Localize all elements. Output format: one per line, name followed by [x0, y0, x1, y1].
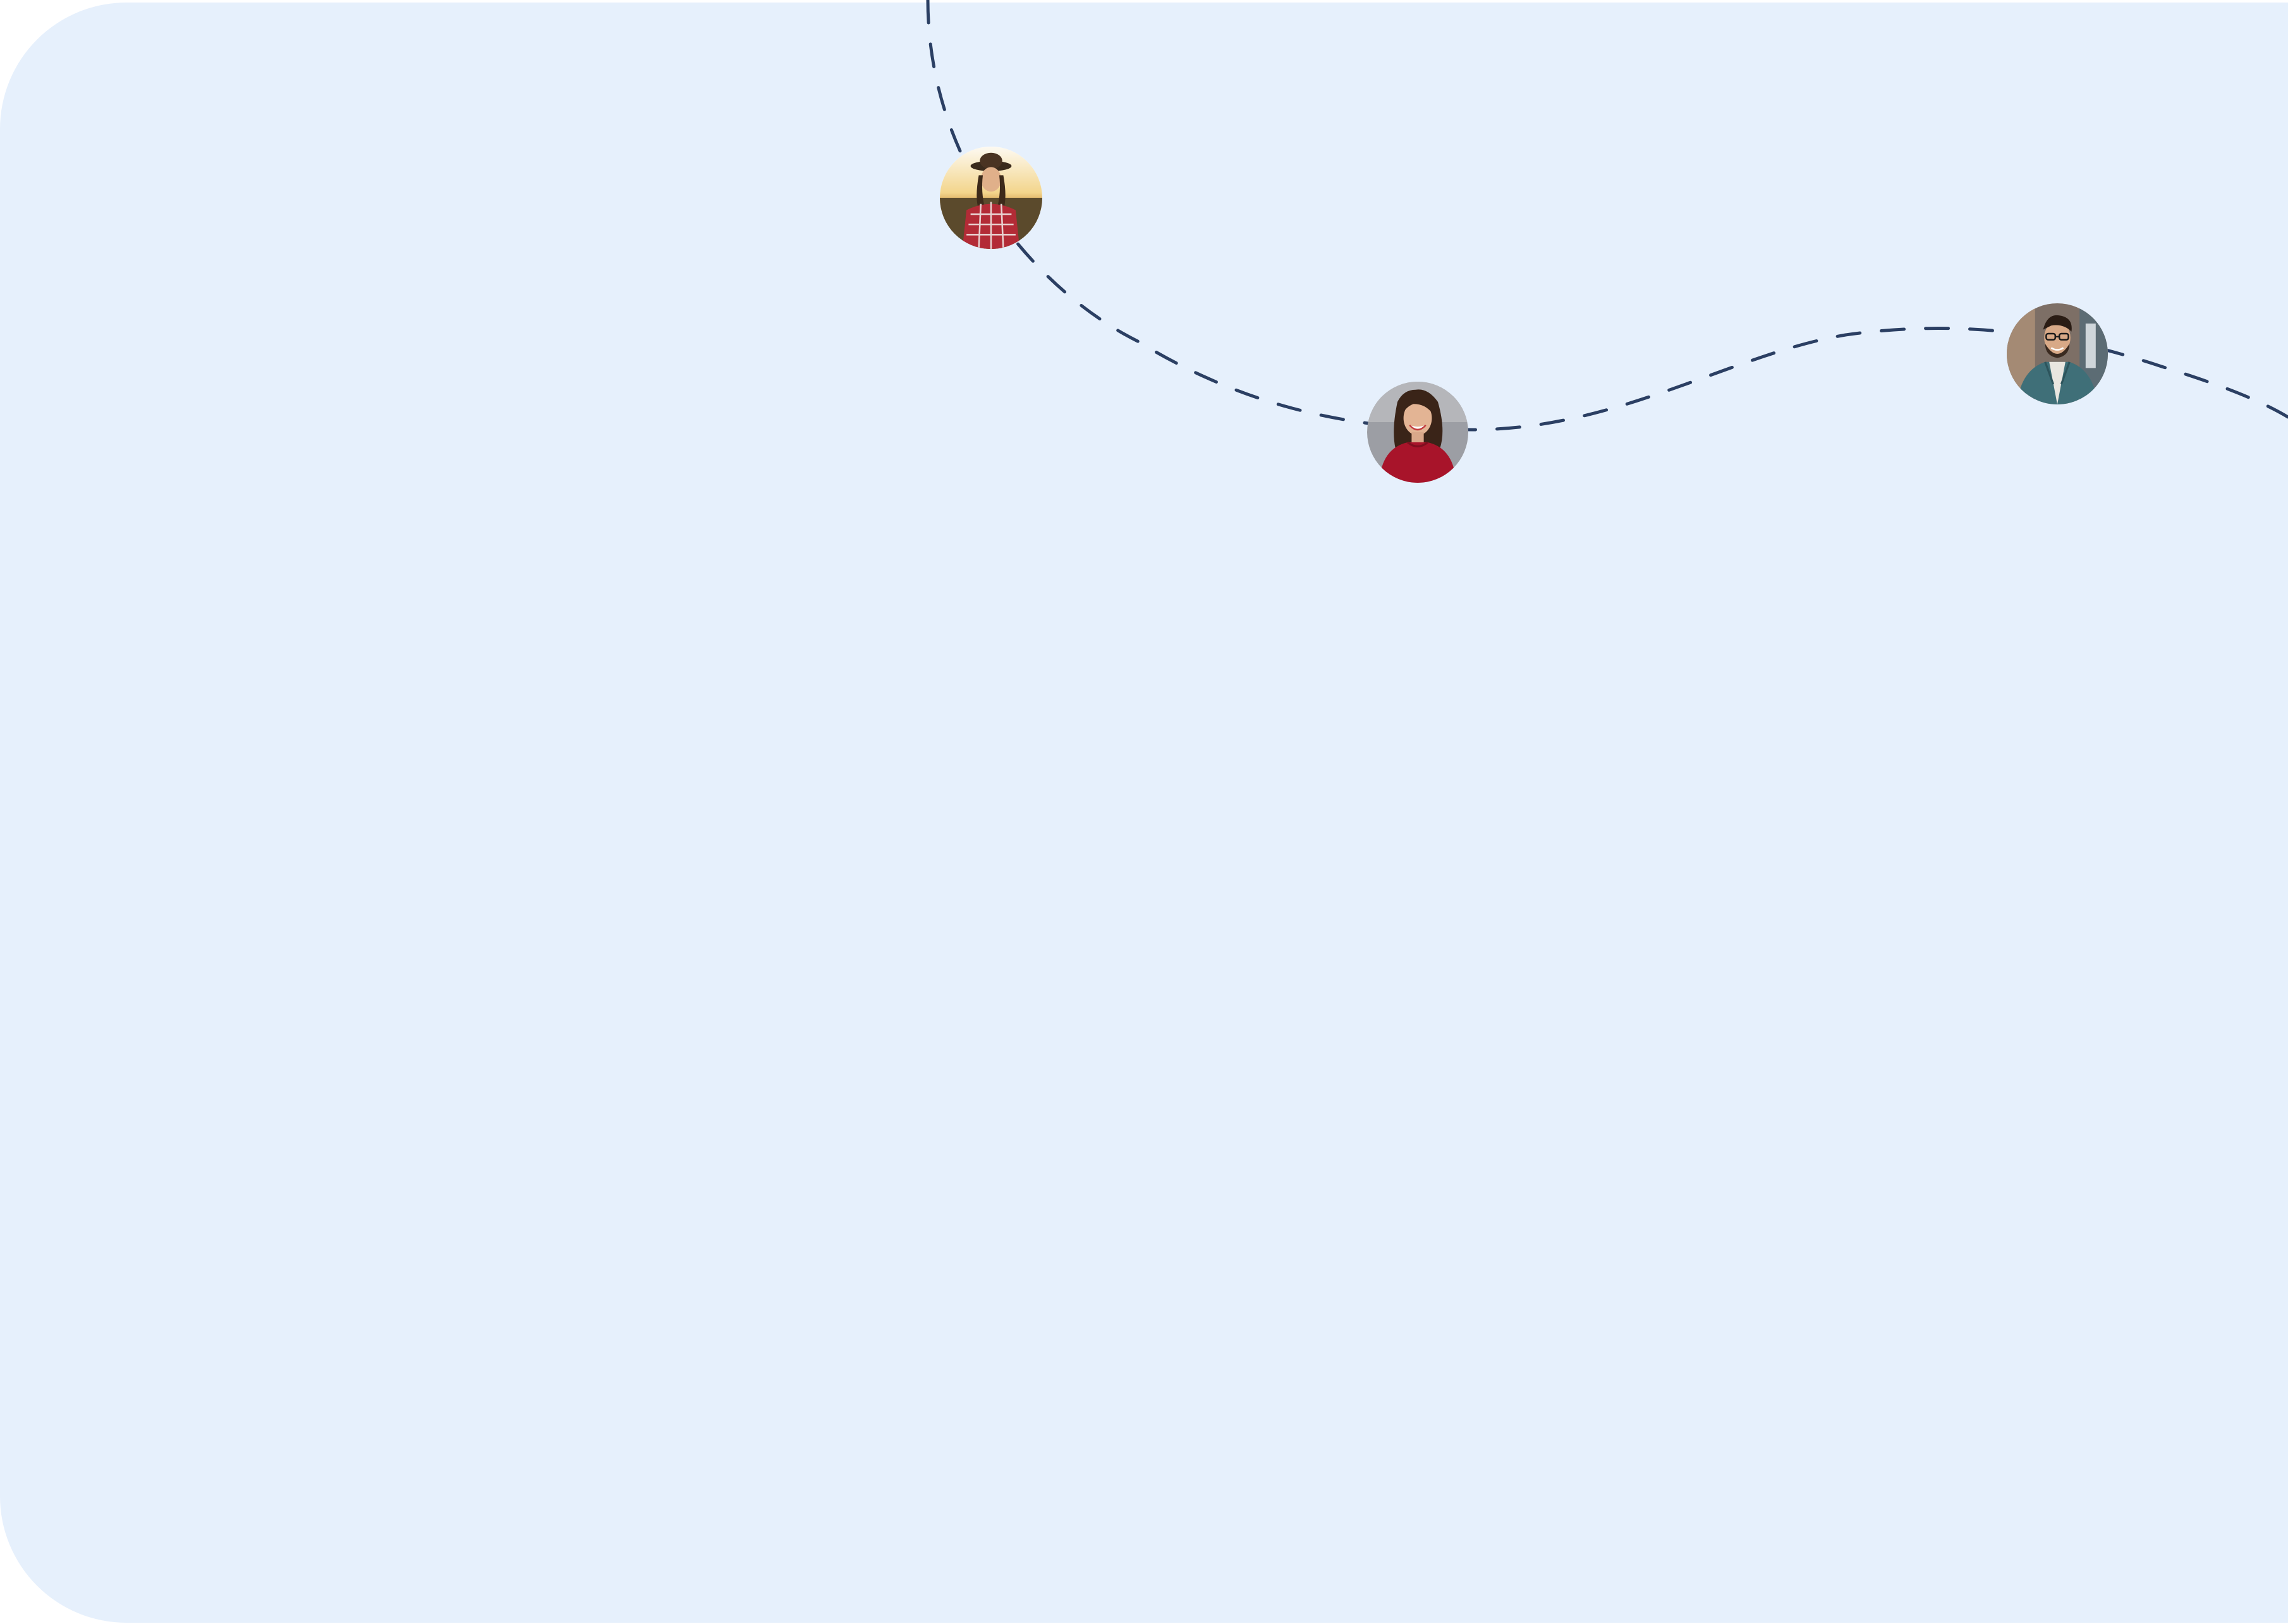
avatar-man-glasses[interactable] — [2007, 303, 2108, 404]
avatar-woman-hat[interactable] — [940, 147, 1042, 249]
person-photo-icon — [1367, 382, 1468, 483]
dashed-line — [926, 0, 2288, 432]
avatar-woman-red-top[interactable] — [1367, 382, 1468, 483]
person-photo-icon — [2007, 303, 2108, 404]
background-panel — [0, 3, 2288, 1623]
person-photo-icon — [940, 147, 1042, 249]
